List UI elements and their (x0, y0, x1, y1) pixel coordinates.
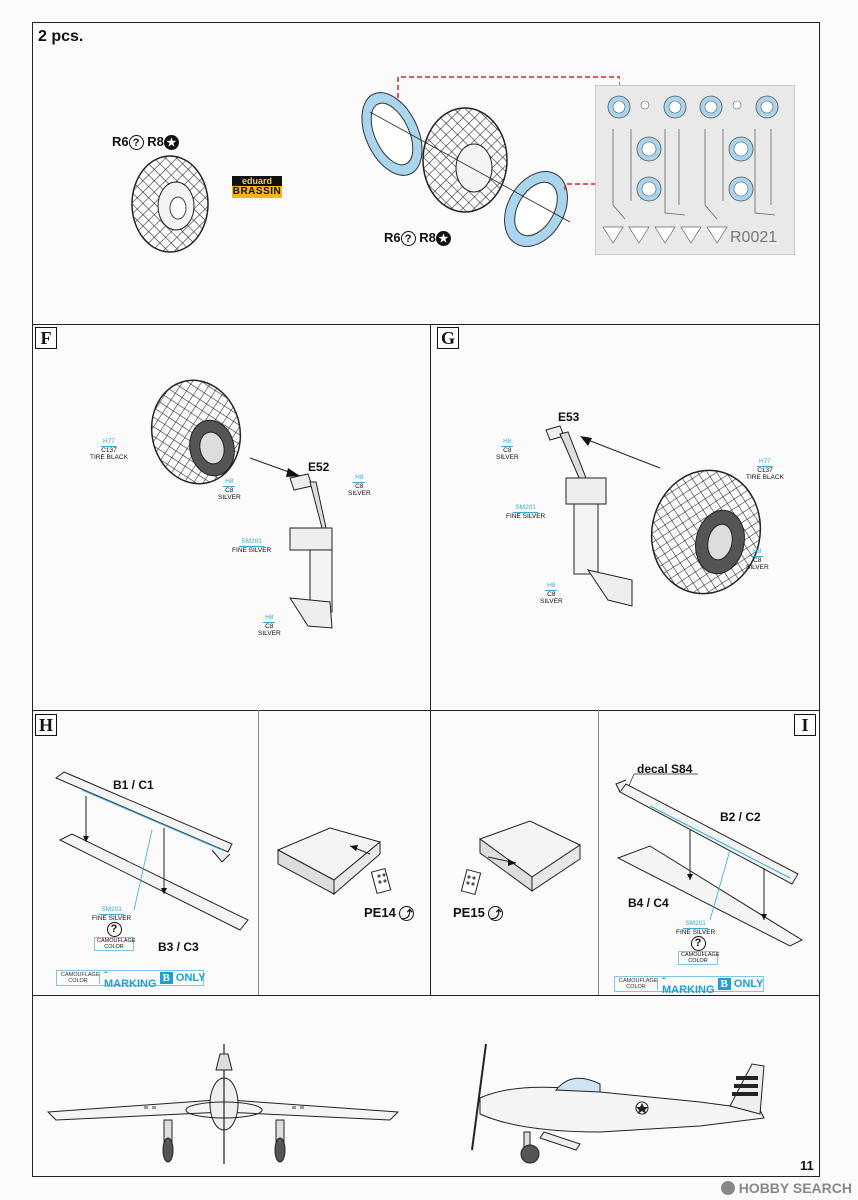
section-f-part: E52 (308, 460, 330, 474)
divider-h-pe14 (258, 710, 259, 995)
divider-pe15-i (598, 710, 599, 995)
brassin-logo: eduard BRASSIN (232, 176, 282, 198)
divider-top (32, 324, 820, 325)
pe14-label: PE14 ⤴ (364, 905, 415, 922)
question-icon: ? (106, 922, 122, 937)
pe15-label: PE15 ⤴ (453, 905, 504, 922)
divider-fg (430, 324, 431, 710)
star-icon: ★ (435, 231, 451, 247)
section-g-part: E53 (558, 410, 580, 424)
i-camo-note: ?CAMOUFLAGE COLOR (678, 936, 720, 965)
mask-sheet (595, 85, 795, 255)
section-h-bottom-part: B3 / C3 (158, 940, 199, 954)
variant-label-right: R6? R8★ (384, 230, 451, 247)
quantity-label: 2 pcs. (38, 28, 84, 45)
wheel-brassin-drawing (131, 155, 209, 253)
divider-bottom (32, 995, 820, 996)
pe15-drawing (460, 820, 582, 896)
watermark-logo-icon (720, 1181, 735, 1195)
section-f-letter: F (35, 327, 57, 349)
section-i-decal: decal S84 (637, 762, 693, 776)
bend-arrow-icon: ⤴ (488, 906, 504, 922)
divider-mid (32, 710, 820, 711)
variant-label-left: R6? R8★ (112, 134, 179, 151)
pe14-drawing (276, 827, 392, 896)
section-i-drawing (615, 773, 804, 947)
section-h-letter: H (35, 714, 57, 736)
aircraft-front-view (46, 1044, 400, 1164)
question-icon: ? (128, 135, 144, 151)
question-icon: ? (400, 231, 416, 247)
page-frame (32, 22, 820, 1177)
section-g-drawing (545, 425, 762, 607)
star-icon: ★ (163, 135, 179, 151)
question-icon: ? (690, 936, 706, 951)
section-i-bottom-part: B4 / C4 (628, 896, 669, 910)
mask-code: R0021 (730, 229, 778, 246)
section-i-top-part: B2 / C2 (720, 810, 761, 824)
page-number: 11 (800, 1158, 814, 1173)
section-f-drawing (150, 379, 333, 629)
h-camo-note: ?CAMOUFLAGE COLOR (94, 922, 136, 951)
bend-arrow-icon: ⤴ (399, 906, 415, 922)
section-i-letter: I (794, 714, 816, 736)
watermark: HOBBY SEARCH (720, 1180, 852, 1196)
divider-center (430, 710, 431, 995)
wheel-mask-assembly (361, 76, 620, 247)
section-h-drawing (55, 771, 249, 931)
aircraft-side-view (471, 1043, 765, 1164)
section-h-top-part: B1 / C1 (113, 778, 154, 792)
section-g-letter: G (437, 327, 459, 349)
